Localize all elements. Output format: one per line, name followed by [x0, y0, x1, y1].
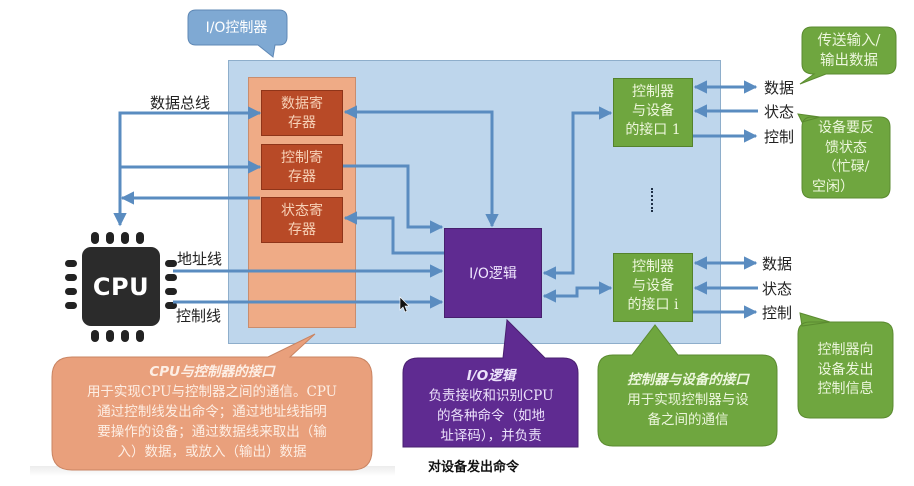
interface-label-line2: 与设备: [632, 103, 674, 119]
cpu-pin: [65, 288, 77, 295]
cpu-pin: [121, 330, 129, 342]
interface-label-line3: 的接口 1: [625, 122, 681, 138]
callout-line: 空闲）: [812, 178, 854, 195]
callout-line: 的各种命令（如地: [437, 408, 545, 424]
callout-line: 用于实现控制器与设: [627, 392, 749, 408]
register-label-line2: 存器: [288, 222, 316, 238]
io-logic-interface-i-link: [542, 281, 613, 303]
cpu-pin: [165, 288, 177, 295]
interface-1-status-label: 状态: [764, 103, 795, 121]
io-controller-title: I/O控制器: [205, 20, 268, 36]
cpu-pin: [65, 302, 77, 309]
callout-line: 传送输入/: [817, 33, 881, 49]
register-label-line1: 数据寄: [281, 96, 323, 112]
callout-title: CPU与控制器的接口: [149, 364, 275, 380]
device-interface-callout: 控制器与设备的接口 用于实现控制器与设 备之间的通信: [600, 370, 776, 430]
ellipsis-dots: [651, 188, 654, 212]
cpu-pin: [106, 232, 114, 244]
interface-i-status-label: 状态: [762, 280, 793, 298]
status-feedback-callout-shape: [797, 113, 891, 199]
interface-i-data-label: 数据: [762, 255, 793, 273]
cpu-pin: [165, 274, 177, 281]
data-transfer-callout: 传送输入/ 输出数据: [802, 31, 896, 71]
cpu-pin: [91, 330, 99, 342]
register-label-line2: 存器: [288, 115, 316, 131]
cpu-pin: [106, 330, 114, 342]
cpu-pin: [136, 232, 144, 244]
interface-label-line3: 的接口 i: [627, 297, 679, 313]
callout-line: 用于实现CPU与控制器之间的通信。CPU: [86, 384, 338, 400]
control-register: 控制寄 存器: [261, 144, 343, 190]
cpu-interface-callout: CPU与控制器的接口 用于实现CPU与控制器之间的通信。CPU 通过控制线发出命…: [56, 362, 368, 462]
data-transfer-callout-shape: [799, 26, 897, 85]
register-label-line2: 存器: [288, 169, 316, 185]
control-info-callout: 控制器向 设备发出 控制信息: [798, 341, 893, 400]
callout-line: 设备发出: [817, 361, 874, 378]
io-logic-status-register-link: [343, 211, 444, 255]
callout-line: 入）数据，或放入（输出）数据: [117, 444, 307, 460]
cpu-interface-callout-shape: [51, 333, 373, 471]
cpu-chip: CPU: [82, 247, 160, 326]
control-info-callout-shape: [797, 312, 894, 419]
interface-1-data-label: 数据: [764, 79, 795, 97]
cpu-pin: [65, 274, 77, 281]
callout-line: 通过控制线发出命令；通过地址线指明: [97, 404, 327, 420]
callout-line: 控制信息: [817, 381, 874, 397]
control-register-io-logic-link: [343, 164, 444, 234]
interface-label-line1: 控制器: [632, 259, 674, 275]
callout-line: 要操作的设备；通过数据线来取出（输: [97, 424, 327, 440]
data-bus-label: 数据总线: [150, 94, 211, 112]
cpu-pin: [91, 232, 99, 244]
device-interface-i: 控制器 与设备 的接口 i: [613, 253, 693, 322]
device-interface-1: 控制器 与设备 的接口 1: [613, 78, 693, 147]
callout-shadow: [30, 466, 395, 476]
cpu-label: CPU: [92, 272, 150, 301]
cpu-pin: [65, 260, 77, 267]
interface-i-control-label: 控制: [762, 304, 793, 322]
callout-line: 控制器向: [817, 342, 874, 358]
cpu-pin: [165, 302, 177, 309]
device-interface-callout-shape: [597, 324, 778, 447]
register-label-line1: 状态寄: [281, 203, 323, 219]
interface-label-line1: 控制器: [632, 84, 674, 100]
status-register: 状态寄 存器: [261, 197, 343, 243]
status-feedback-callout: 设备要反 馈状态 （忙碌/ 空闲）: [802, 119, 890, 197]
callout-title: 控制器与设备的接口: [627, 372, 749, 388]
callout-line: （忙碌/: [822, 159, 870, 175]
data-bus-line: [113, 106, 262, 227]
data-register-io-logic-link: [343, 105, 499, 228]
io-logic-interface-1-link: [542, 106, 613, 280]
callout-line: 输出数据: [820, 53, 878, 69]
io-logic-block: I/O逻辑: [444, 228, 542, 318]
address-line-label: 地址线: [177, 250, 223, 268]
callout-line: 负责接收和识别CPU: [428, 388, 554, 404]
data-register: 数据寄 存器: [261, 90, 343, 136]
control-line-label: 控制线: [176, 307, 222, 325]
callout-line: 馈状态: [825, 139, 867, 156]
callout-line: 址译码），并负责: [440, 428, 542, 444]
io-logic-callout-overflow-text: 对设备发出命令: [428, 460, 520, 475]
interface-1-control-label: 控制: [764, 128, 795, 146]
callout-line: 设备要反: [818, 120, 874, 136]
cpu-pin: [121, 232, 129, 244]
interface-label-line2: 与设备: [632, 278, 674, 294]
cpu-pin: [136, 330, 144, 342]
callout-line: 备之间的通信: [647, 412, 729, 428]
mouse-cursor-icon: [399, 296, 410, 313]
io-logic-label: I/O逻辑: [469, 266, 517, 282]
io-controller-bubble: [187, 9, 288, 58]
cpu-pin: [165, 260, 177, 267]
io-logic-callout-shape: [402, 318, 579, 448]
callout-title: I/O逻辑: [466, 368, 516, 384]
io-logic-callout: I/O逻辑 负责接收和识别CPU 的各种命令（如地 址译码），并负责: [405, 366, 577, 446]
register-label-line1: 控制寄: [281, 150, 323, 166]
